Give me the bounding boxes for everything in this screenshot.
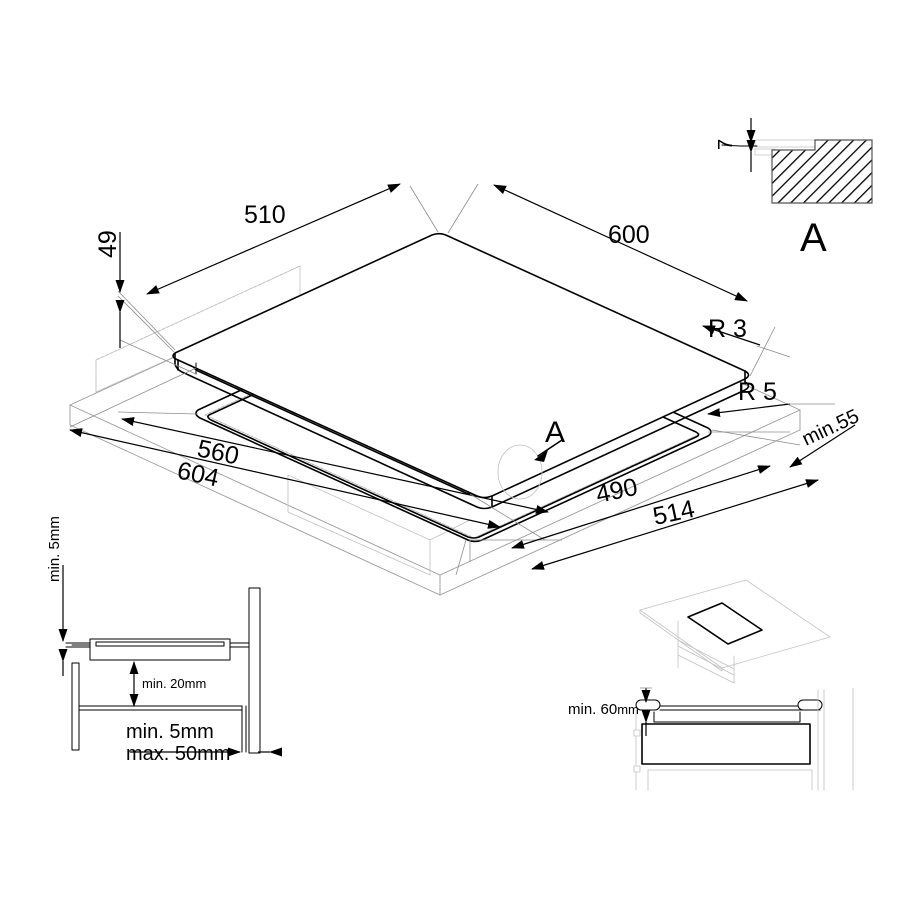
dimension-r5: R 5 [707, 378, 835, 418]
dimension-min55: min.55 [789, 405, 863, 468]
dim-label-600: 600 [608, 221, 650, 249]
dim-label-510: 510 [244, 201, 286, 229]
dimension-600: 600 [447, 183, 776, 377]
dim-label-r3: R 3 [708, 315, 747, 343]
dim-label-514: 514 [650, 495, 697, 531]
dim-label-49: 49 [94, 230, 122, 258]
dim-label-490: 490 [593, 473, 640, 509]
inset-left-label-rear-min: min. 5mm [126, 721, 214, 743]
inset-left-label-top-gap: min. 5mm [46, 516, 63, 582]
hob-glass-top [172, 232, 750, 510]
detail-a-section: 7 A [715, 118, 873, 260]
dimension-49: 49 [94, 230, 197, 375]
inset-left-label-rear-max: max. 50mm [126, 743, 230, 765]
inset-left-label-under-gap: min. 20mm [142, 676, 206, 691]
detail-a-dim-7: 7 [715, 139, 737, 150]
inset-right-oven-clearance: min. 60mm [568, 579, 854, 791]
inset-right-label-oven-gap: min. 60mm [568, 701, 639, 718]
detail-a-label: A [800, 216, 827, 260]
callout-label-a: A [545, 416, 565, 449]
dim-label-min55: min.55 [799, 405, 863, 450]
detail-callout-a: A [497, 416, 565, 500]
dimension-r3: R 3 [702, 315, 791, 358]
dim-label-r5: R 5 [738, 378, 777, 406]
inset-left-side-section: min. 5mm min. 20mm min. 5mm max. 50mm [46, 516, 282, 765]
main-isometric-view: 510 600 49 R 3 [69, 183, 863, 596]
dimension-510: 510 [117, 183, 439, 351]
